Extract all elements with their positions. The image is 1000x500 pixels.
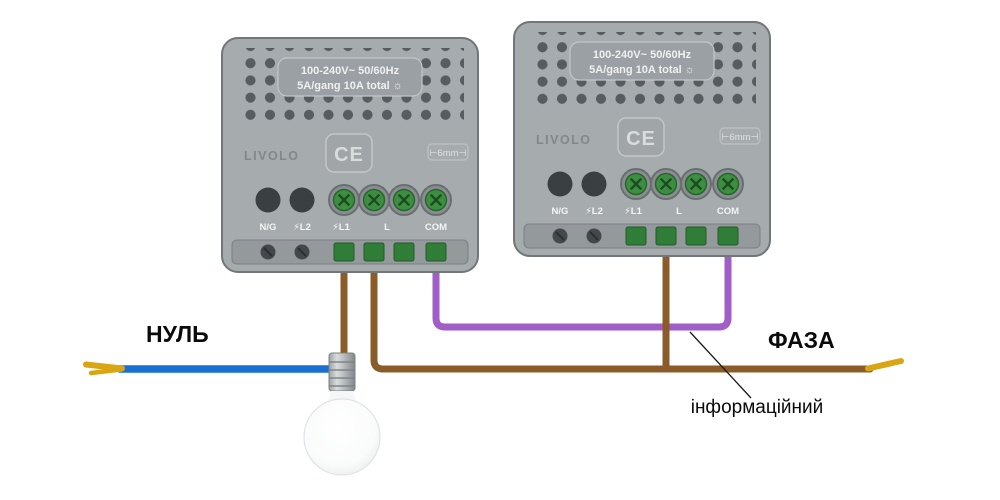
rating-plate-box xyxy=(277,57,423,97)
terminal-hole-l2 xyxy=(289,187,315,213)
wire-gauge-mark: ⊢6mm⊣ xyxy=(719,127,761,145)
terminal-label-l: L xyxy=(384,222,390,233)
rating-plate-box xyxy=(569,41,715,81)
cage-green xyxy=(685,226,707,246)
terminal-label-l1: ⚡L1 xyxy=(624,206,642,217)
rating-plate: 100-240V~ 50/60Hz 5A/gang 10A total ☼ xyxy=(569,41,715,81)
screw-slot xyxy=(589,231,599,241)
ce-mark-box xyxy=(325,133,373,173)
terminal-labels: N/G ⚡L2 ⚡L1 L COM xyxy=(260,222,448,233)
rating-plate: 100-240V~ 50/60Hz 5A/gang 10A total ☼ xyxy=(277,57,423,97)
terminal-screws xyxy=(620,168,744,200)
wire-tip-left-strand xyxy=(88,367,124,376)
terminal-cage-strip xyxy=(523,223,761,249)
wire-gauge-box xyxy=(427,143,469,161)
terminal-label-com: COM xyxy=(717,206,739,217)
terminal-label-l: L xyxy=(676,206,682,217)
terminal-row xyxy=(255,184,452,216)
switch-module-2: 100-240V~ 50/60Hz 5A/gang 10A total ☼ LI… xyxy=(513,21,771,257)
rating-line1: 100-240V~ 50/60Hz xyxy=(301,65,400,77)
terminal-screw xyxy=(620,168,652,200)
terminal-screw xyxy=(712,168,744,200)
terminal-label-com: COM xyxy=(425,222,447,233)
cage-green xyxy=(363,242,385,262)
ce-mark: CE xyxy=(325,133,373,173)
ce-mark-box xyxy=(617,117,665,157)
terminal-hole-ng xyxy=(547,171,573,197)
terminal-label-l2: ⚡L2 xyxy=(585,206,603,217)
wire-gauge-box xyxy=(719,127,761,145)
info-wire xyxy=(432,216,732,331)
terminal-label-l1: ⚡L1 xyxy=(332,222,350,233)
cage-green xyxy=(625,226,647,246)
terminal-label-ng: N/G xyxy=(552,206,569,217)
terminal-screw xyxy=(650,168,682,200)
cage-green xyxy=(655,226,677,246)
cage-green xyxy=(717,226,739,246)
terminal-screw xyxy=(680,168,712,200)
terminal-label-ng: N/G xyxy=(260,222,277,233)
socket-ridges xyxy=(329,361,355,387)
wire-gauge-mark: ⊢6mm⊣ xyxy=(427,143,469,161)
info-pointer-line xyxy=(689,331,752,399)
ce-mark: CE xyxy=(617,117,665,157)
brand-label: LIVOLO xyxy=(536,133,592,147)
brand-label: LIVOLO xyxy=(244,149,300,163)
wire-gauge-text: ⊢6mm⊣ xyxy=(429,148,467,159)
cage-green xyxy=(425,242,447,262)
terminal-hole-ng xyxy=(255,187,281,213)
neutral-label: НУЛЬ xyxy=(146,321,209,347)
terminal-hole-l2 xyxy=(581,171,607,197)
terminal-screw xyxy=(388,184,420,216)
terminal-screws xyxy=(328,184,452,216)
rating-line2: 5A/gang 10A total ☼ xyxy=(297,80,403,92)
cage-green xyxy=(393,242,415,262)
screw-slot xyxy=(555,231,565,241)
terminal-screw xyxy=(420,184,452,216)
phase-wire-main xyxy=(370,226,874,373)
wire-gauge-text: ⊢6mm⊣ xyxy=(721,132,759,143)
cage-green xyxy=(333,242,355,262)
ce-mark-text: CE xyxy=(334,144,364,166)
light-bulb xyxy=(303,352,381,476)
wire-tip-right xyxy=(865,358,904,372)
rating-line1: 100-240V~ 50/60Hz xyxy=(593,49,692,61)
bulb-glass xyxy=(303,398,381,476)
ce-mark-text: CE xyxy=(626,128,656,150)
terminal-labels: N/G ⚡L2 ⚡L1 L COM xyxy=(552,206,740,217)
terminal-label-l2: ⚡L2 xyxy=(293,222,311,233)
terminal-screw xyxy=(328,184,360,216)
switch-module-1: 100-240V~ 50/60Hz 5A/gang 10A total ☼ LI… xyxy=(221,37,479,273)
screw-slot xyxy=(263,247,273,257)
terminal-row xyxy=(547,168,744,200)
screw-slot xyxy=(297,247,307,257)
annotations: НУЛЬ ФАЗА інформаційний xyxy=(146,321,835,418)
rating-line2: 5A/gang 10A total ☼ xyxy=(589,64,695,76)
terminal-cage-strip xyxy=(231,239,469,265)
phase-label: ФАЗА xyxy=(768,327,835,353)
terminal-screw xyxy=(358,184,390,216)
info-wire-label: інформаційний xyxy=(691,397,824,418)
